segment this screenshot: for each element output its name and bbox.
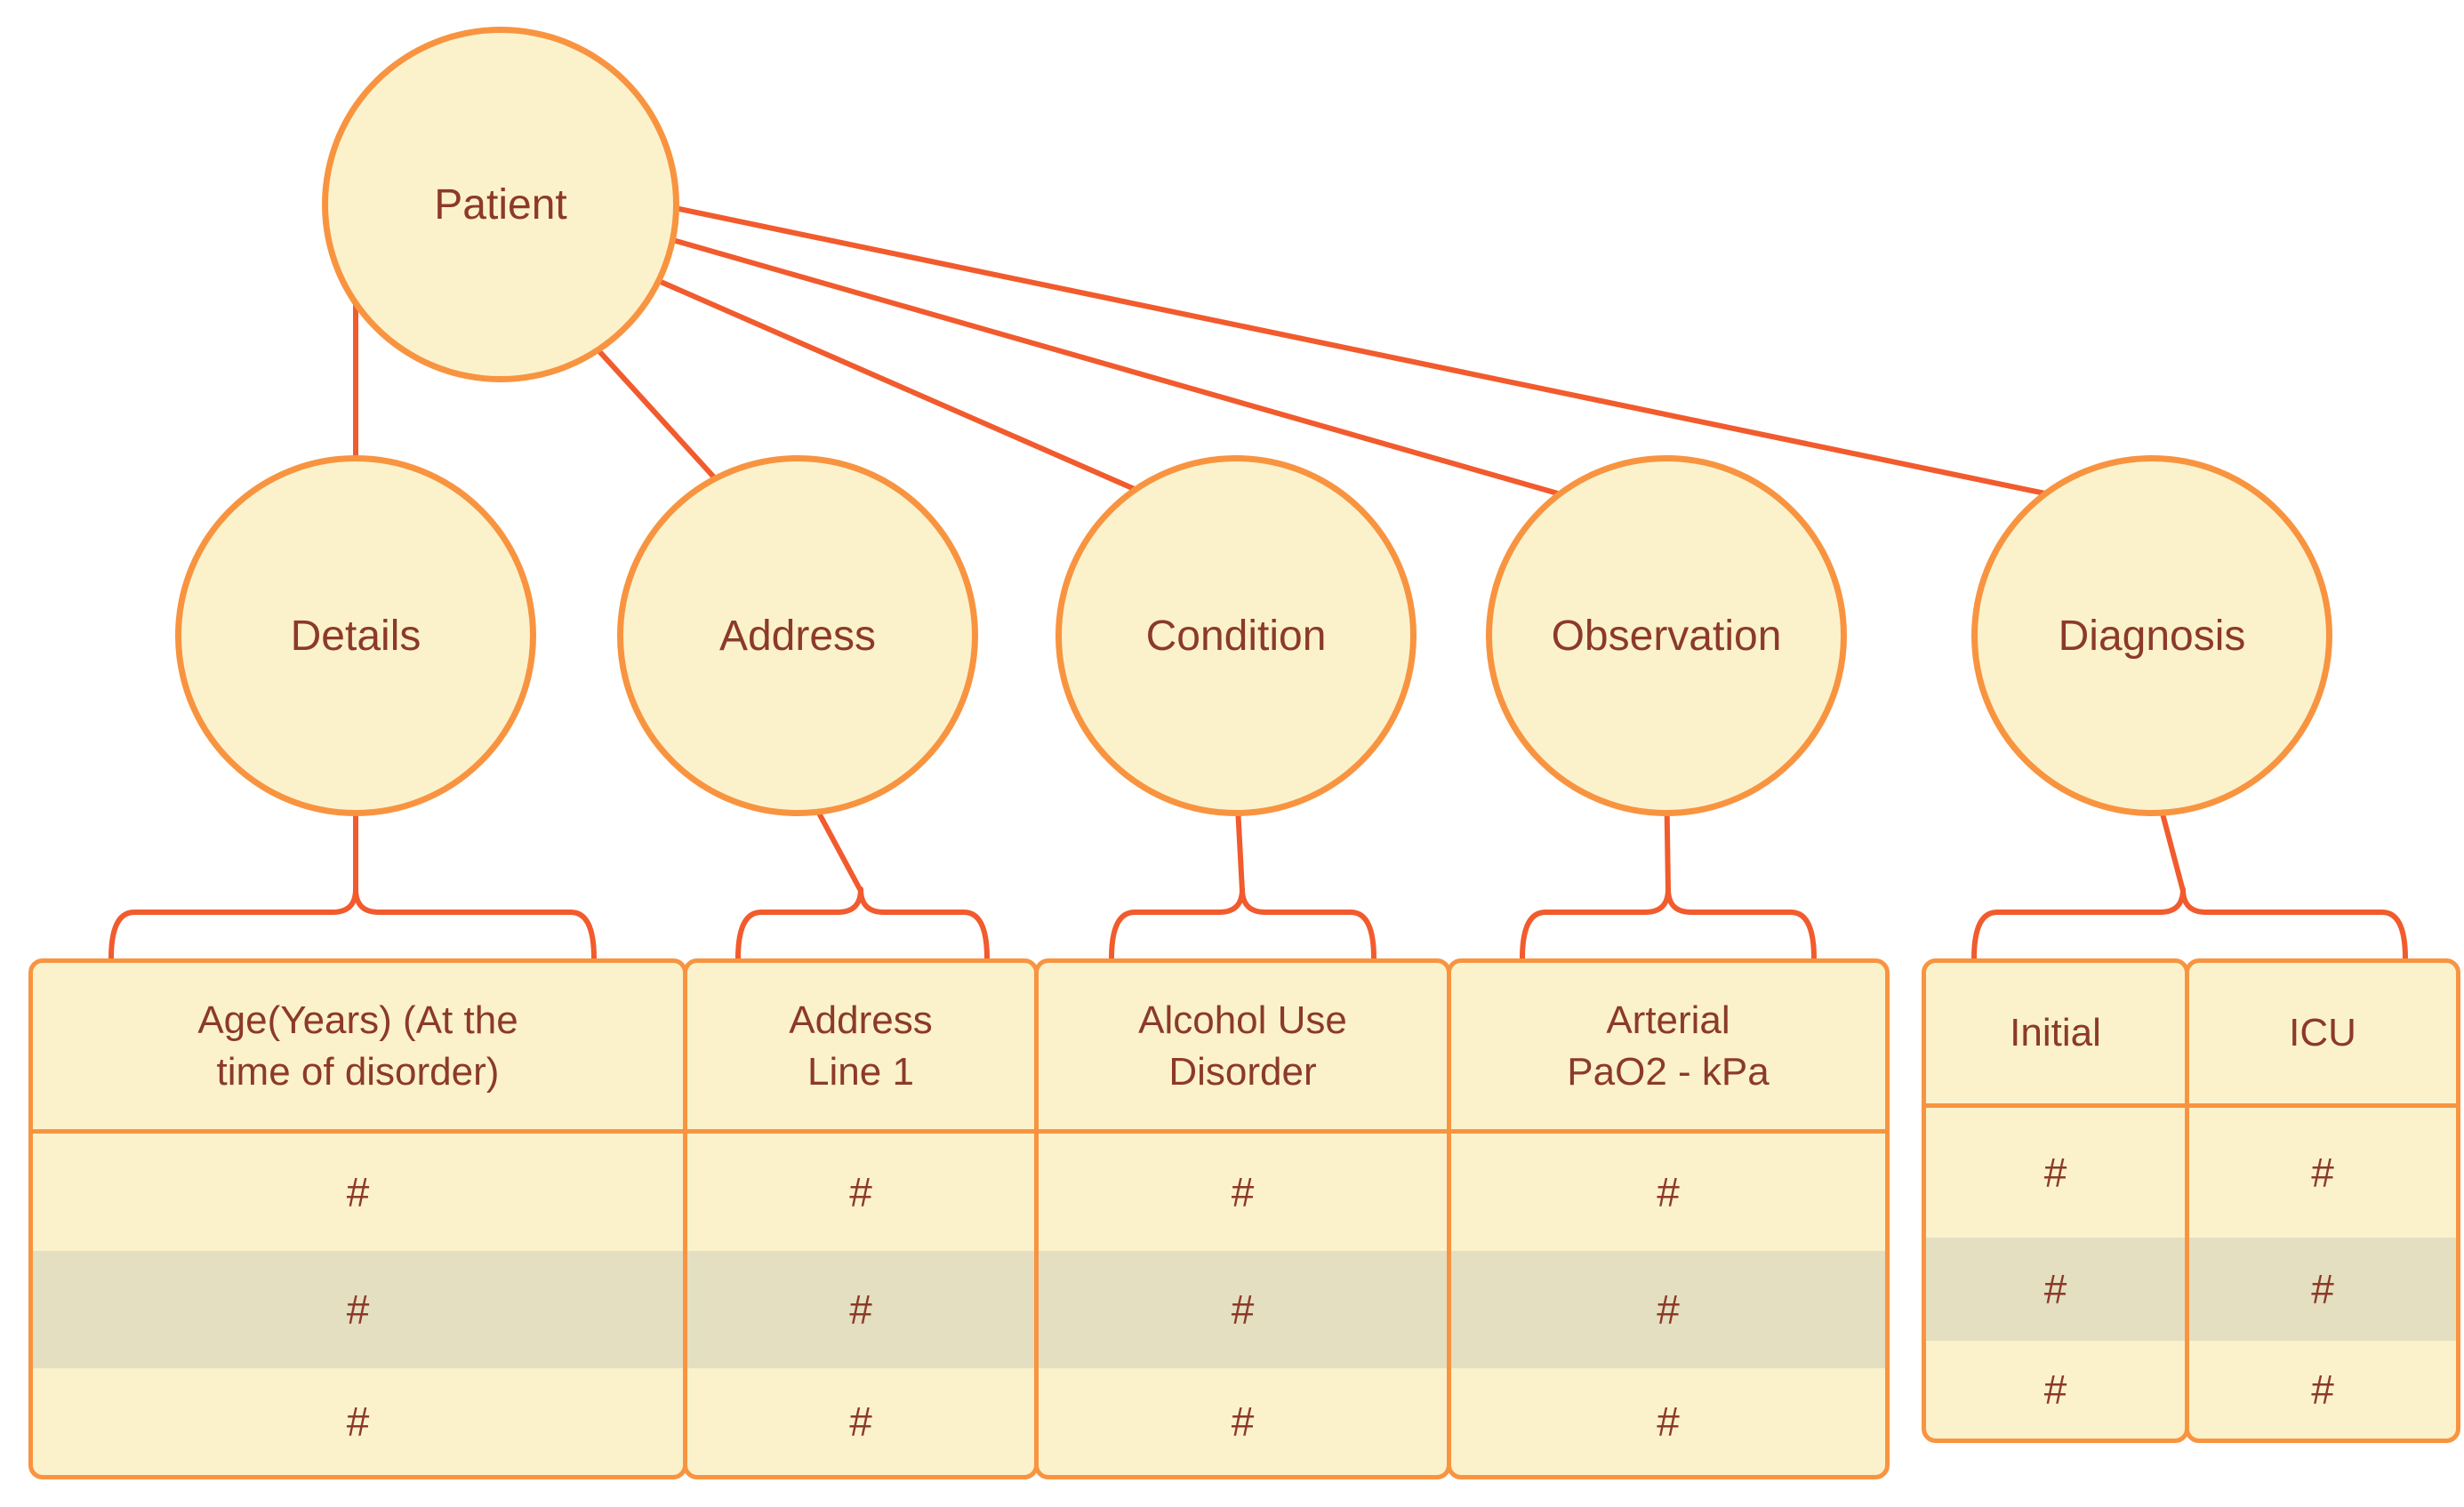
table-cell: #: [849, 1399, 872, 1445]
table-header: Address Line 1: [789, 998, 933, 1094]
table-cell: #: [1657, 1399, 1680, 1445]
table-divider: [1039, 1129, 1447, 1134]
table-cell: #: [849, 1169, 872, 1215]
table-cell: #: [2043, 1150, 2067, 1196]
table-header: Initial: [2010, 1011, 2101, 1055]
table-divider: [1926, 1103, 2185, 1108]
table-cell: #: [33, 1251, 683, 1368]
entity-label-details: Details: [290, 612, 421, 660]
table-cell: #: [2043, 1367, 2067, 1413]
entity-label-patient: Patient: [434, 180, 567, 228]
entity-label-address: Address: [718, 612, 877, 660]
entity-node-patient: Patient: [322, 27, 679, 382]
entity-node-address: Address: [617, 455, 978, 816]
table-header: Alcohol Use Disorder: [1138, 998, 1347, 1094]
entity-label-diagnosis: Diagnosis: [2058, 612, 2246, 660]
table-cell: #: [2311, 1367, 2334, 1413]
table-cell: #: [1451, 1251, 1885, 1368]
brace-observation-table: [1520, 886, 1817, 961]
table-cell: #: [1039, 1251, 1447, 1368]
attribute-table-age: Age(Years) (At the time of disorder) # #…: [28, 958, 687, 1479]
table-divider: [687, 1129, 1034, 1134]
table-cell: #: [1926, 1238, 2185, 1341]
entity-label-condition: Condition: [1145, 612, 1327, 660]
table-cell: #: [346, 1399, 370, 1445]
table-header: Arterial PaO2 - kPa: [1567, 998, 1770, 1094]
table-cell: #: [1657, 1169, 1680, 1215]
table-cell: #: [346, 1169, 370, 1215]
attribute-table-alcohol-use-disorder: Alcohol Use Disorder # # #: [1034, 958, 1451, 1479]
table-divider: [33, 1129, 683, 1134]
entity-node-diagnosis: Diagnosis: [1971, 455, 2332, 816]
attribute-table-icu: ICU # # #: [2185, 958, 2460, 1443]
brace-diagnosis-tables: [1971, 886, 2408, 961]
brace-details-table: [108, 886, 597, 961]
table-header: ICU: [2289, 1011, 2356, 1055]
brace-condition-table: [1109, 886, 1376, 961]
table-cell: #: [1231, 1169, 1255, 1215]
table-cell: #: [2189, 1238, 2456, 1341]
table-cell: #: [1231, 1399, 1255, 1445]
table-header: Age(Years) (At the time of disorder): [197, 998, 518, 1094]
table-divider: [1451, 1129, 1885, 1134]
attribute-table-arterial-pao2: Arterial PaO2 - kPa # # #: [1447, 958, 1890, 1479]
entity-node-observation: Observation: [1486, 455, 1847, 816]
table-cell: #: [2311, 1150, 2334, 1196]
table-divider: [2189, 1103, 2456, 1108]
table-cell: #: [687, 1251, 1034, 1368]
attribute-table-address-line-1: Address Line 1 # # #: [683, 958, 1039, 1479]
brace-address-table: [735, 886, 990, 961]
entity-label-observation: Observation: [1551, 612, 1782, 660]
attribute-table-initial: Initial # # #: [1922, 958, 2189, 1443]
entity-node-condition: Condition: [1055, 455, 1417, 816]
entity-node-details: Details: [175, 455, 536, 816]
